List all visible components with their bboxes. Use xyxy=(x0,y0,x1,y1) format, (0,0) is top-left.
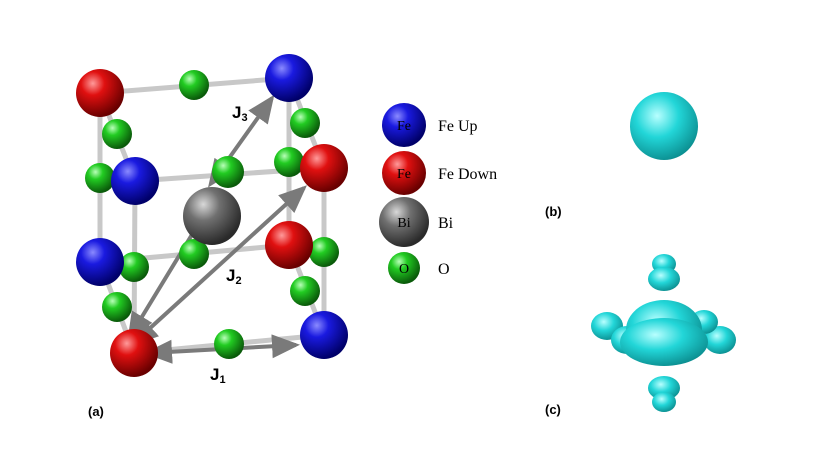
iron-atoms xyxy=(76,54,348,377)
legend-item-fe-up: Fe Fe Up xyxy=(382,103,478,147)
oxygen-atom xyxy=(102,119,132,149)
oxygen-atom xyxy=(309,237,339,267)
fe-up-atom xyxy=(111,157,159,205)
fe-up-atom xyxy=(300,311,348,359)
legend-label: O xyxy=(438,261,450,278)
legend-symbol: Bi xyxy=(397,216,410,231)
oxygen-atom xyxy=(179,239,209,269)
oxygen-atom xyxy=(102,292,132,322)
bismuth-atom xyxy=(183,187,241,245)
j3-label: J3 xyxy=(232,103,248,124)
panel-c-label: (c) xyxy=(545,402,561,417)
fe-down-atom xyxy=(300,144,348,192)
oxygen-atom xyxy=(179,70,209,100)
spherical-density-isosurface xyxy=(630,92,698,160)
oxygen-atom xyxy=(290,276,320,306)
legend-item-fe-down: Fe Fe Down xyxy=(382,151,497,195)
j1-label: J1 xyxy=(210,365,226,386)
fe-down-atom xyxy=(265,221,313,269)
panel-c-density: (c) xyxy=(545,254,736,417)
panel-b-label: (b) xyxy=(545,204,562,219)
panel-b-density: (b) xyxy=(545,92,698,219)
fe-up-atom xyxy=(265,54,313,102)
oxygen-atom xyxy=(212,156,244,188)
oxygen-atom xyxy=(214,329,244,359)
legend-symbol: Fe xyxy=(397,119,411,134)
anisotropic-density-isosurface xyxy=(591,254,736,412)
legend-symbol: Fe xyxy=(397,167,411,182)
legend-item-bi: Bi Bi xyxy=(379,197,454,247)
oxygen-atom xyxy=(274,147,304,177)
crystal-structure: J1 J2 J3 (a) xyxy=(76,54,348,419)
oxygen-atom xyxy=(85,163,115,193)
legend-label: Fe Up xyxy=(438,118,478,135)
o-swatch xyxy=(388,252,420,284)
legend-item-o: O O xyxy=(388,252,450,284)
fe-up-atom xyxy=(76,238,124,286)
oxygen-atom xyxy=(290,108,320,138)
legend: Fe Fe Up Fe Fe Down Bi Bi O O xyxy=(379,103,497,284)
j2-arrow-long xyxy=(130,185,307,347)
fe-down-atom xyxy=(76,69,124,117)
legend-symbol: O xyxy=(399,262,409,277)
bi-swatch xyxy=(379,197,429,247)
legend-label: Fe Down xyxy=(438,166,497,183)
j2-label: J2 xyxy=(226,266,242,287)
fe-down-atom xyxy=(110,329,158,377)
oxygen-atom xyxy=(119,252,149,282)
fe-up-swatch xyxy=(382,103,426,147)
fe-down-swatch xyxy=(382,151,426,195)
legend-label: Bi xyxy=(438,215,454,232)
oxygen-atoms xyxy=(85,70,339,322)
panel-a-label: (a) xyxy=(88,404,104,419)
